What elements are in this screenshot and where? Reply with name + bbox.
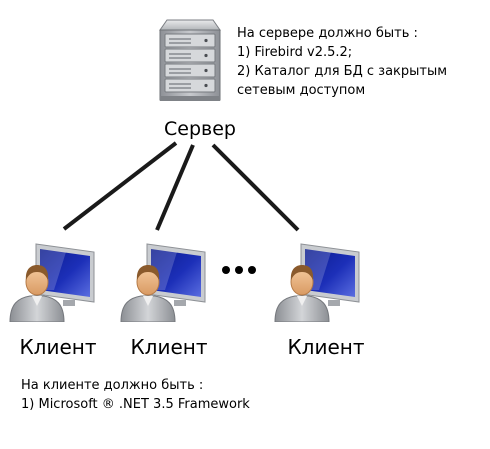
server-label: Сервер — [164, 118, 236, 140]
client-label: Клиент — [287, 335, 365, 359]
connector-line-2 — [155, 144, 195, 231]
ellipsis-icon — [222, 266, 256, 274]
server-requirements-heading: На сервере должно быть : — [237, 26, 418, 41]
connector-line-3 — [211, 143, 300, 232]
server-rack-icon — [159, 19, 221, 101]
client-requirements: На клиенте должно быть : 1) Microsoft ® … — [21, 376, 321, 414]
user-computer-icon — [274, 243, 360, 322]
user-computer-icon — [9, 243, 95, 322]
client-label: Клиент — [19, 335, 97, 359]
client-requirements-heading: На клиенте должно быть : — [21, 378, 204, 393]
server-requirement-item: сетевым доступом — [237, 83, 366, 98]
server-requirements: На сервере должно быть : 1) Firebird v2.… — [237, 24, 482, 100]
client-label: Клиент — [130, 335, 208, 359]
server-requirement-item: 2) Каталог для БД с закрытым — [237, 64, 448, 79]
client-requirement-item: 1) Microsoft ® .NET 3.5 Framework — [21, 397, 250, 412]
server-requirement-item: 1) Firebird v2.5.2; — [237, 45, 353, 60]
connector-line-1 — [62, 141, 178, 231]
user-computer-icon — [120, 243, 206, 322]
